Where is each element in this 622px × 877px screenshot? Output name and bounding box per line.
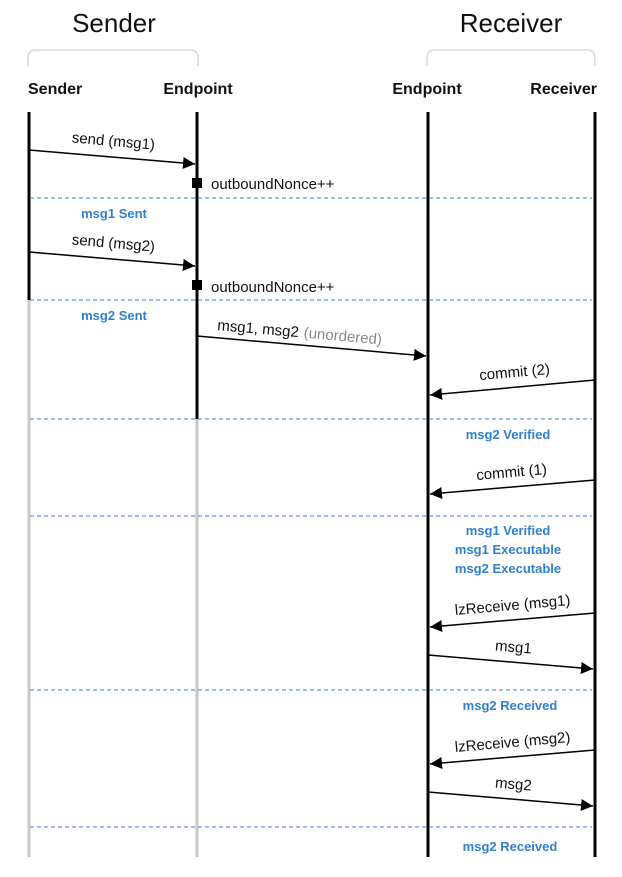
sender-group-title: Sender	[72, 8, 156, 38]
arrow-msg1	[427, 654, 594, 674]
receiver-group-title: Receiver	[460, 8, 563, 38]
deliver-unordered-text: (unordered)	[303, 325, 383, 349]
deliver-messages-text: msg1, msg2	[217, 317, 300, 341]
label-lzreceive-msg1: lzReceive (msg1)	[454, 592, 571, 619]
note-msg1-verified: msg1 Verified	[466, 523, 551, 538]
actor-sender-endpoint: Endpoint	[163, 81, 233, 98]
note-msg1-sent: msg1 Sent	[81, 206, 147, 221]
arrow-msg2	[427, 791, 594, 811]
note-msg2-received-2: msg2 Received	[463, 839, 558, 854]
phase-dividers	[30, 197, 592, 828]
label-commit-2: commit (2)	[479, 361, 551, 384]
arrow-lzreceive-msg1	[429, 612, 596, 632]
note-msg2-sent: msg2 Sent	[81, 308, 147, 323]
note-msg2-received-1: msg2 Received	[463, 698, 558, 713]
label-lzreceive-msg2: lzReceive (msg2)	[454, 729, 571, 756]
label-outbound-nonce-1: outboundNonce++	[211, 176, 335, 193]
label-outbound-nonce-2: outboundNonce++	[211, 279, 335, 296]
label-send-msg2: send (msg2)	[71, 231, 156, 255]
label-msg1: msg1	[494, 637, 532, 657]
state-marker	[192, 280, 202, 290]
sender-group-bracket	[27, 49, 199, 66]
label-commit-1: commit (1)	[476, 461, 548, 484]
arrow-send-msg2	[28, 251, 196, 271]
state-marker	[192, 178, 202, 188]
arrow-deliver-messages	[196, 335, 427, 361]
label-send-msg1: send (msg1)	[71, 129, 156, 153]
note-msg2-executable: msg2 Executable	[455, 561, 561, 576]
arrow-commit-1	[429, 479, 596, 499]
arrow-commit-2	[429, 379, 596, 400]
note-msg2-verified: msg2 Verified	[466, 427, 551, 442]
actor-sender: Sender	[28, 81, 82, 98]
arrow-lzreceive-msg2	[429, 749, 596, 769]
arrow-send-msg1	[28, 149, 196, 169]
actor-receiver: Receiver	[530, 81, 597, 98]
label-deliver-messages: msg1, msg2(unordered)	[217, 317, 383, 348]
actor-receiver-endpoint: Endpoint	[392, 81, 462, 98]
note-msg1-executable: msg1 Executable	[455, 542, 561, 557]
receiver-group-bracket	[426, 49, 596, 66]
label-msg2: msg2	[494, 774, 532, 794]
